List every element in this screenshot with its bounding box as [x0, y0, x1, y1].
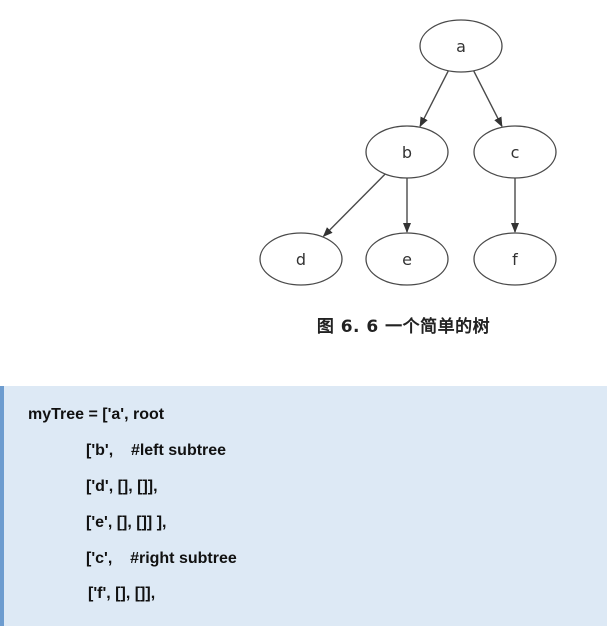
edge-a-b: [419, 70, 450, 128]
node-c-shape: [473, 125, 557, 179]
node-d-shape: [259, 232, 343, 286]
node-b-label: b: [402, 143, 412, 162]
code-line-4: ['e', [], []] ],: [86, 514, 167, 531]
node-c: c: [473, 125, 557, 179]
edge-a-c: [472, 70, 503, 128]
node-c-label: c: [511, 143, 520, 162]
node-a-label: a: [456, 37, 466, 56]
node-a-shape: [419, 19, 503, 73]
tree-diagram: a b c d e f: [259, 19, 557, 286]
node-d: d: [259, 232, 343, 286]
node-d-label: d: [296, 250, 306, 269]
code-line-2: ['b', #left subtree: [86, 442, 227, 459]
code-line-6: ['f', [], []],: [88, 585, 156, 602]
node-a: a: [419, 19, 503, 73]
node-f: f: [473, 232, 557, 286]
figure-caption: 图 6. 6 一个简单的树: [316, 317, 491, 337]
code-line-1: myTree = ['a', root: [28, 406, 165, 423]
edge-b-d: [322, 173, 386, 237]
node-b: b: [365, 125, 449, 179]
node-f-shape: [473, 232, 557, 286]
node-e-label: e: [402, 250, 412, 269]
node-b-shape: [365, 125, 449, 179]
node-e-shape: [365, 232, 449, 286]
node-e: e: [365, 232, 449, 286]
code-line-3: ['d', [], []],: [86, 478, 158, 495]
code-line-5: ['c', #right subtree: [86, 550, 237, 567]
node-f-label: f: [512, 250, 518, 269]
code-block: myTree = ['a', root ['b', #left subtree …: [0, 386, 607, 626]
